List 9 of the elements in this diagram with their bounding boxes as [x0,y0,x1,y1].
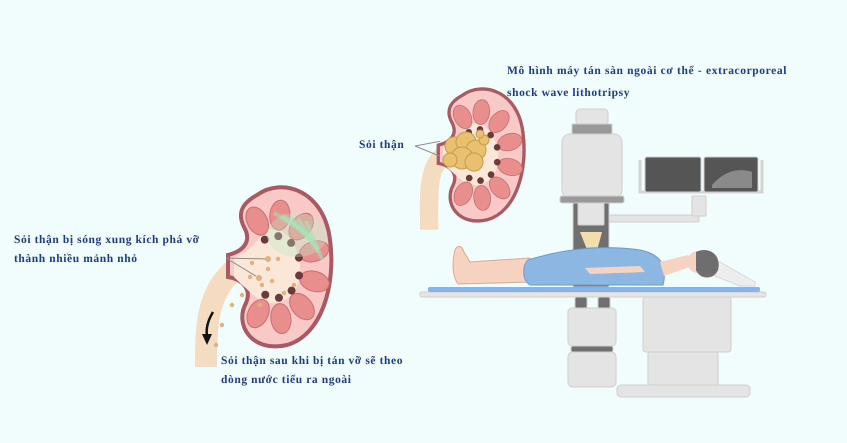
leader-line [414,140,440,146]
callout-text: Sỏi thận sau khi bị tán vỡ sẽ theo dòng nước tiểu ra ngoài [221,354,404,388]
leader-line [226,258,266,260]
callout-text: Sỏi thận bị sóng xung kích phá vỡ thành nhiều mảnh nhỏ [14,231,226,271]
kidney-stone-cluster [440,128,490,174]
machine-caption: Mô hình máy tán sàn ngoài cơ thể - extracorporeal shock wave lithotripsy [507,64,787,101]
leader-line [414,146,440,157]
leader-line [226,258,256,277]
callout-text: Sỏi thận [359,136,415,156]
